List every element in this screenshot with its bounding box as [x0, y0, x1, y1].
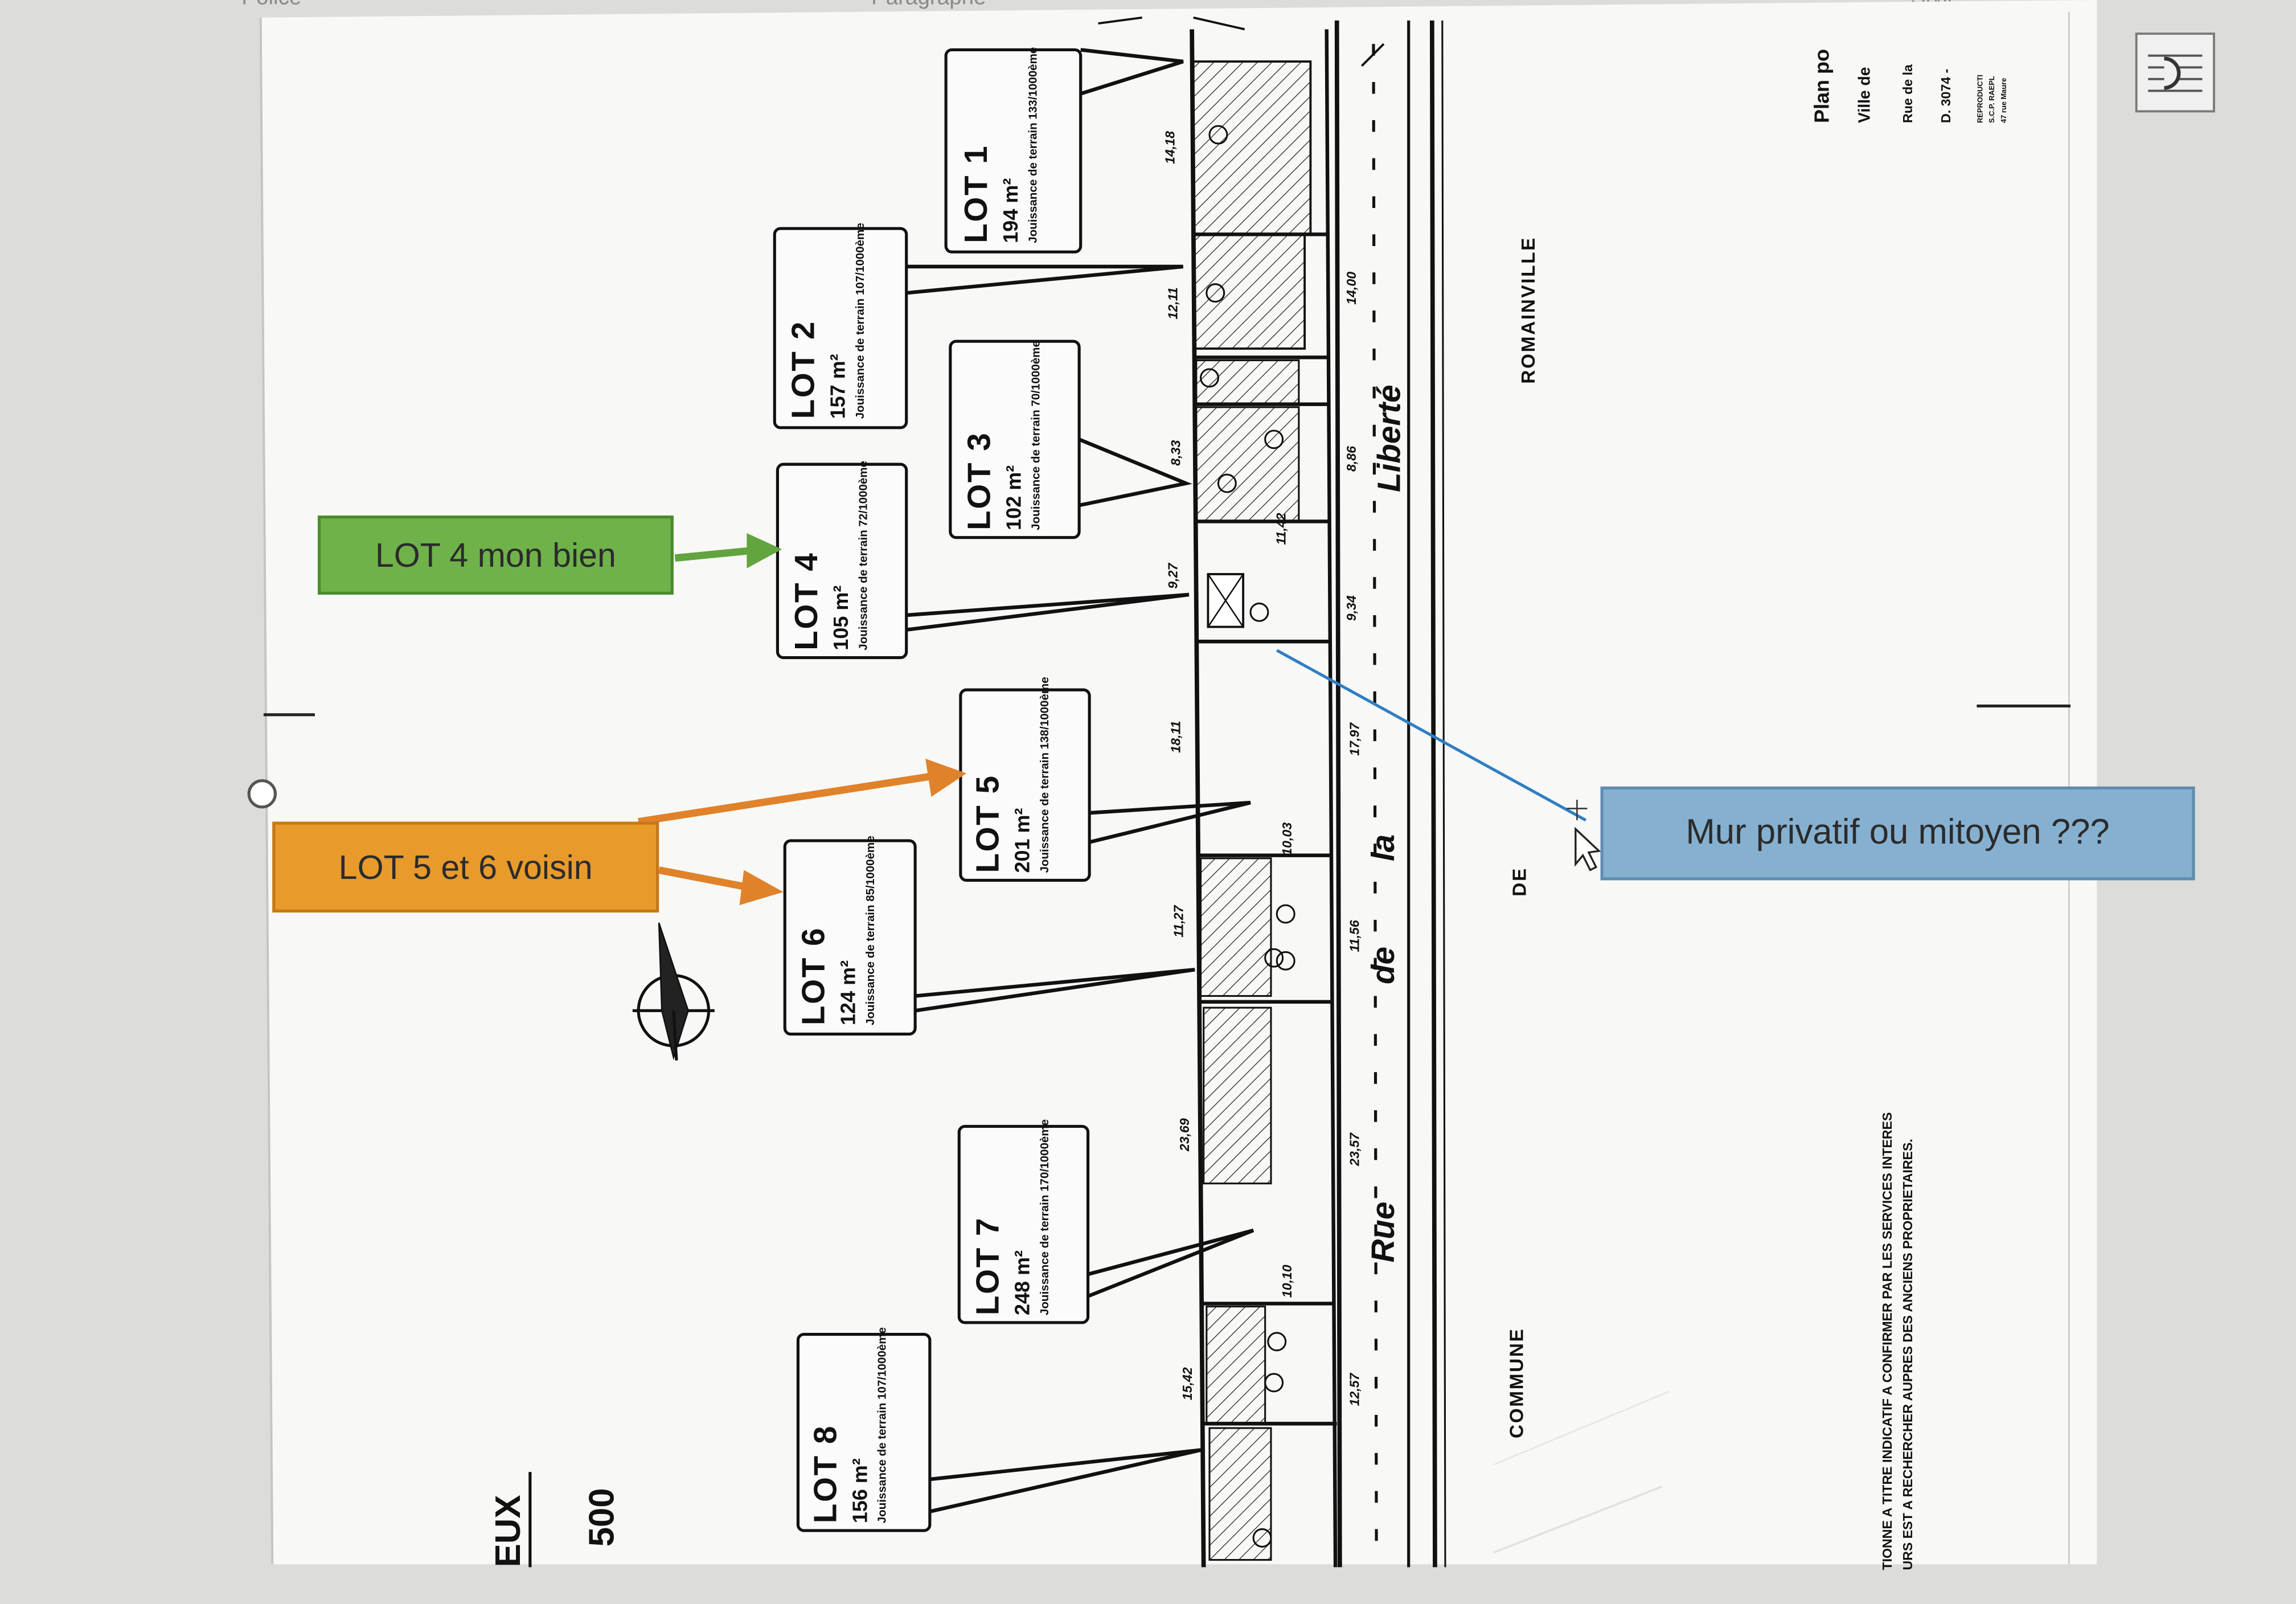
- document-page: [260, 0, 2097, 1565]
- building-strip: [1098, 16, 1385, 1568]
- arrow-lot5: [638, 758, 967, 825]
- selection-handle-left[interactable]: [247, 779, 277, 809]
- lot-area: 102 m²: [1001, 465, 1025, 530]
- callout-mur[interactable]: Mur privatif ou mitoyen ???: [1600, 786, 2195, 881]
- lot-area: 156 m²: [847, 1458, 871, 1524]
- lot-jouissance: Jouissance de terrain 107/1000ème: [875, 1327, 889, 1524]
- north-compass-icon: [632, 922, 715, 1061]
- lot-jouissance: Jouissance de terrain 85/1000ème: [864, 836, 878, 1025]
- lot-boxes: [773, 48, 1091, 1532]
- lot-title: LOT 2: [785, 320, 822, 419]
- lot-area: 194 m²: [998, 178, 1022, 243]
- lot-title: LOT 4: [788, 551, 825, 650]
- arrow-lot4: [674, 533, 782, 568]
- lot-jouissance: Jouissance de terrain 133/1000ème: [1026, 47, 1040, 243]
- lot-area: 124 m²: [836, 960, 860, 1025]
- lot-title: LOT 7: [969, 1216, 1006, 1316]
- lot-jouissance: Jouissance de terrain 72/1000ème: [856, 460, 870, 650]
- arrow-lot6: [658, 866, 784, 906]
- callout-lot5-6[interactable]: LOT 5 et 6 voisin: [272, 821, 659, 913]
- road-lines: [1334, 20, 1446, 1568]
- lot-jouissance: Jouissance de terrain 70/1000ème: [1029, 341, 1043, 530]
- lot-title: LOT 5: [969, 774, 1006, 873]
- lot-area: 157 m²: [826, 354, 850, 419]
- ribbon-group-paragraph[interactable]: Paragraphe: [871, 0, 986, 10]
- lot-area: 105 m²: [829, 585, 852, 650]
- lot-area: 201 m²: [1010, 808, 1034, 873]
- layout-options-button[interactable]: [2135, 32, 2215, 113]
- callout-lot4[interactable]: LOT 4 mon bien: [317, 515, 674, 595]
- lot-title: LOT 8: [806, 1425, 844, 1524]
- scan-artifact: [1493, 1486, 1663, 1554]
- lot-area: 248 m²: [1010, 1250, 1034, 1316]
- cursor-icon: [1567, 799, 1601, 871]
- lot-jouissance: Jouissance de terrain 107/1000ème: [854, 223, 867, 419]
- connector-mur: [1276, 649, 1587, 822]
- lot-title: LOT 6: [795, 926, 832, 1025]
- ribbon-group-font[interactable]: Police: [241, 0, 301, 10]
- lot-title: LOT 3: [960, 431, 998, 530]
- lot-jouissance: Jouissance de terrain 170/1000ème: [1038, 1119, 1052, 1316]
- scan-artifact-2: [1493, 1390, 1670, 1466]
- lot-title: LOT 1: [957, 144, 994, 243]
- lot-jouissance: Jouissance de terrain 138/1000ème: [1038, 677, 1052, 873]
- lot-pointers: [906, 48, 1254, 1513]
